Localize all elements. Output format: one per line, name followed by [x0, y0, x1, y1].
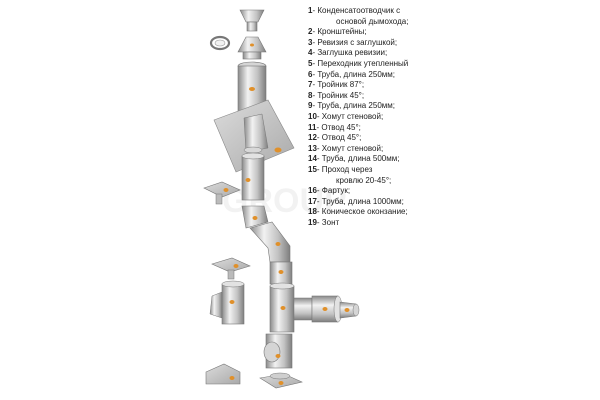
legend-number: 3	[308, 37, 313, 47]
part-6-pipe-250mm-horizontal	[311, 295, 343, 323]
part-7-tee-87	[269, 282, 313, 333]
legend-item-4: 4- Заглушка ревизии;	[308, 48, 596, 59]
legend-item-16: 16- Фартук;	[308, 186, 596, 197]
legend-separator: -	[312, 90, 318, 100]
legend-separator: -	[316, 133, 322, 143]
legend-number: 19	[308, 217, 317, 227]
legend-number: 7	[308, 80, 313, 90]
part-8-tee-45	[209, 280, 245, 325]
legend-text: Конденсатоотводчик с	[317, 6, 401, 15]
legend-item-8: 8- Тройник 45°;	[308, 91, 596, 102]
legend-text: Труба, длина 250мм;	[317, 69, 395, 79]
legend-text: Отвод 45°;	[321, 122, 361, 132]
legend-number: 13	[308, 143, 317, 153]
legend-separator: -	[312, 69, 318, 79]
legend-item-15: 15- Проход через	[308, 165, 596, 176]
legend-separator: -	[316, 164, 322, 174]
legend-text: Коническое оконзание;	[321, 207, 408, 217]
legend-item-13: 13- Хомут стеновой;	[308, 144, 596, 155]
legend-text: Тройник 87°;	[317, 80, 365, 90]
legend-text: Фартук;	[321, 186, 351, 196]
legend-text: Труба, длина 500мм;	[321, 154, 400, 164]
legend-separator: -	[316, 196, 322, 206]
legend-item-1-continued: основой дымохода;	[336, 16, 409, 26]
legend-number: 10	[308, 111, 317, 121]
legend-separator: -	[316, 217, 322, 227]
legend-text: Труба, длина 250мм;	[317, 101, 395, 111]
legend-item-12: 12- Отвод 45°;	[308, 133, 596, 144]
legend-number: 15	[308, 164, 317, 174]
part-15-roof-penetration	[213, 99, 295, 173]
legend-number: 4	[308, 48, 313, 58]
legend-number: 16	[308, 186, 317, 196]
legend-item-5: 5- Переходник утепленный	[308, 59, 596, 70]
legend-number: 9	[308, 101, 313, 111]
legend-text: Кронштейны;	[317, 27, 367, 37]
part-5-insulated-adapter	[339, 301, 360, 319]
legend-item-14: 14- Труба, длина 500мм;	[308, 154, 596, 165]
legend-text: Проход через	[321, 164, 373, 174]
part-13-wall-clamp-upper	[203, 181, 241, 205]
legend-text: Хомут стеновой;	[321, 143, 384, 153]
part-9-pipe-250mm	[269, 261, 293, 285]
legend-separator: -	[316, 111, 322, 121]
legend-number: 6	[308, 69, 313, 79]
legend-text: Труба, длина 1000мм;	[321, 196, 404, 206]
legend-item-10: 10- Хомут стеновой;	[308, 112, 596, 123]
part-4-inspection-cap	[205, 363, 241, 385]
part-12-elbow-45	[241, 205, 269, 229]
legend-item-6: 6- Труба, длина 250мм;	[308, 70, 596, 81]
legend-item-9: 9- Труба, длина 250мм;	[308, 101, 596, 112]
legend-separator: -	[312, 27, 318, 37]
legend-item-15-continued: кровлю 20-45°;	[336, 175, 392, 185]
legend-item-1: 1- Конденсатоотводчик с	[308, 6, 596, 17]
legend-number: 17	[308, 196, 317, 206]
legend-text: Отвод 45°;	[321, 133, 362, 143]
legend-text: Зонт	[321, 217, 340, 227]
legend-separator: -	[316, 207, 322, 217]
legend-number: 11	[308, 122, 317, 132]
legend-item-7: 7- Тройник 87°;	[308, 80, 596, 91]
legend-separator: -	[312, 48, 318, 58]
part-3-inspection-tee	[263, 333, 293, 369]
legend-item-17: 17- Труба, длина 1000мм;	[308, 197, 596, 208]
legend-item-2: 2- Кронштейны;	[308, 27, 596, 38]
part-19-rain-cap	[239, 9, 265, 32]
legend-separator: -	[312, 37, 318, 47]
legend-item-19: 19- Зонт	[308, 218, 596, 229]
legend-number: 1	[308, 6, 313, 15]
legend-number: 2	[308, 27, 313, 37]
legend-number: 12	[308, 133, 317, 143]
legend-text: Тройник 45°;	[317, 90, 365, 100]
legend-item-18: 18- Коническое оконзание;	[308, 207, 596, 218]
part-10-wall-clamp-lower	[211, 257, 251, 280]
legend-item-11: 11- Отвод 45°;	[308, 123, 596, 134]
legend-separator: -	[316, 122, 322, 132]
legend-item-3: 3- Ревизия с заглушкой;	[308, 38, 596, 49]
legend-separator: -	[316, 154, 322, 164]
legend-text: Хомут стеновой;	[321, 111, 384, 121]
legend-separator: -	[312, 80, 318, 90]
legend-separator: -	[316, 143, 322, 153]
legend-text: Переходник утепленный	[317, 58, 409, 68]
part-1-condensate-base	[259, 372, 303, 389]
legend-separator: -	[316, 186, 322, 196]
part-11-elbow-45	[249, 221, 291, 263]
legend-number: 8	[308, 90, 313, 100]
legend-text: Ревизия с заглушкой;	[317, 37, 398, 47]
part-bracket-clamp-top	[209, 35, 231, 51]
legend-number: 14	[308, 154, 317, 164]
part-18-conical-end	[237, 36, 267, 60]
legend-separator: -	[312, 101, 318, 111]
legend-text: Заглушка ревизии;	[317, 48, 388, 58]
part-14-pipe-500mm	[241, 152, 265, 201]
legend-separator: -	[312, 6, 318, 15]
legend-separator: -	[312, 58, 318, 68]
legend-number: 5	[308, 58, 313, 68]
legend-number: 18	[308, 207, 317, 217]
